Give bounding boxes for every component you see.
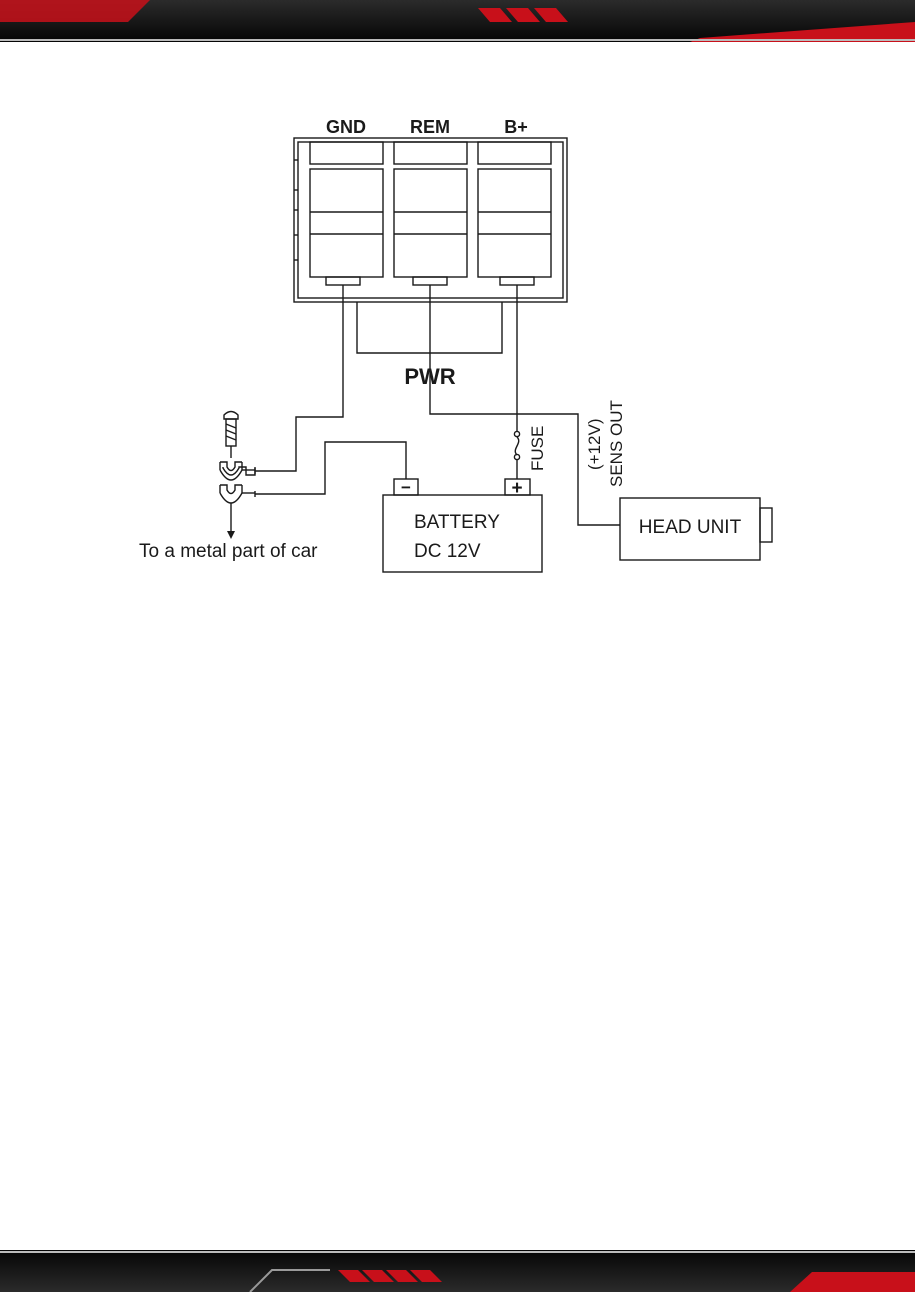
rem-label: REM bbox=[410, 117, 450, 137]
bplus-terminal bbox=[478, 142, 551, 285]
rem-wire bbox=[430, 285, 620, 525]
gnd-label: GND bbox=[326, 117, 366, 137]
ground-arrow bbox=[227, 531, 235, 539]
battery-label: BATTERY bbox=[414, 512, 500, 533]
bplus-label: B+ bbox=[504, 117, 528, 137]
battery-negative-sign: − bbox=[401, 478, 411, 497]
gnd-wire bbox=[255, 285, 343, 471]
pwr-label: PWR bbox=[404, 364, 455, 389]
fuse-contact-bottom bbox=[514, 454, 519, 459]
battery-positive-sign: + bbox=[511, 478, 522, 499]
ring-terminals bbox=[220, 462, 255, 532]
fuse-element bbox=[515, 437, 518, 455]
sens-out-label: SENS OUT bbox=[607, 400, 626, 487]
gnd-terminal bbox=[310, 142, 383, 285]
battery-negative-wire bbox=[255, 442, 406, 494]
fuse-label: FUSE bbox=[528, 426, 547, 471]
rem-terminal bbox=[394, 142, 467, 285]
ground-label: To a metal part of car bbox=[139, 541, 318, 562]
fuse-contact-top bbox=[514, 431, 519, 436]
head-unit-knob bbox=[760, 508, 772, 542]
battery-voltage-label: DC 12V bbox=[414, 541, 481, 562]
sens-out-voltage-label: (+12V) bbox=[585, 419, 604, 471]
head-unit-label: HEAD UNIT bbox=[639, 517, 742, 538]
ground-screw bbox=[224, 412, 238, 459]
bottom-banner bbox=[0, 1250, 915, 1292]
